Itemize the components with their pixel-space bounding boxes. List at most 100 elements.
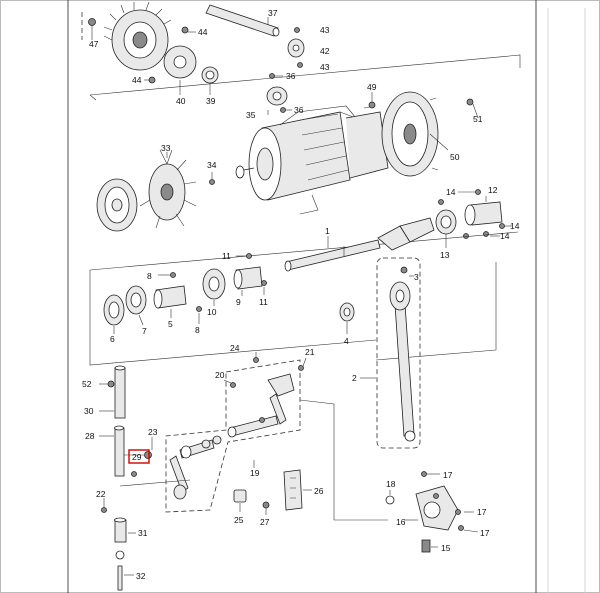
- screw-part: [297, 62, 303, 68]
- callout-30: 30: [84, 406, 94, 416]
- screw-part: [209, 179, 215, 185]
- callout-36: 36: [286, 71, 296, 81]
- shaft-part: [114, 425, 125, 477]
- collar-part: [212, 435, 222, 445]
- callout-19: 19: [250, 468, 260, 478]
- screw-part: [259, 417, 265, 423]
- screw-part: [499, 223, 505, 229]
- set-screw-part: [124, 451, 152, 459]
- callout-36: 36: [294, 105, 304, 115]
- bushing-part: [233, 266, 263, 290]
- bolt-part: [363, 101, 376, 109]
- screw-part: [483, 231, 489, 237]
- callout-18: 18: [386, 479, 396, 489]
- callout-4: 4: [344, 336, 349, 346]
- highlight-box-29: [128, 449, 150, 464]
- bolt-part: [466, 98, 479, 119]
- screw-part: [261, 280, 267, 286]
- callout-14: 14: [446, 187, 456, 197]
- callout-13: 13: [440, 250, 450, 260]
- screw-part: [253, 357, 259, 363]
- crank-link-part: [169, 439, 215, 500]
- callout-49: 49: [367, 82, 377, 92]
- callout-17: 17: [443, 470, 453, 480]
- shaft-part: [205, 4, 280, 37]
- screw-part: [294, 27, 300, 33]
- screw-part: [280, 107, 286, 113]
- callout-37: 37: [268, 8, 278, 18]
- callout-40: 40: [176, 96, 186, 106]
- callout-22: 22: [96, 489, 106, 499]
- drive-gear-part: [103, 1, 172, 71]
- callout-26: 26: [314, 486, 324, 496]
- callout-3: 3: [414, 272, 419, 282]
- bracket-plate-part: [283, 469, 303, 511]
- collar-part: [266, 86, 288, 106]
- screw-part: [246, 253, 252, 259]
- screw-part: [400, 266, 408, 274]
- flywheel-part: [381, 91, 439, 177]
- set-screw-part: [421, 539, 431, 553]
- screw-part: [438, 199, 444, 205]
- callout-11: 11: [222, 251, 231, 261]
- callout-10: 10: [207, 307, 217, 317]
- screw-part: [230, 382, 236, 388]
- callout-12: 12: [488, 185, 498, 195]
- cam-part: [415, 485, 459, 531]
- screw-part: [262, 501, 270, 509]
- lever-arm-part: [227, 373, 295, 438]
- screw-part: [298, 365, 304, 371]
- gear-part: [287, 38, 305, 58]
- callout-25: 25: [234, 515, 244, 525]
- callout-17: 17: [477, 507, 487, 517]
- callout-17: 17: [480, 528, 490, 538]
- callout-43: 43: [320, 25, 330, 35]
- callout-44: 44: [198, 27, 208, 37]
- callout-31: 31: [138, 528, 148, 538]
- callout-21: 21: [305, 347, 315, 357]
- bearing-part: [435, 209, 457, 235]
- screw-part: [475, 189, 481, 195]
- callout-24: 24: [230, 343, 240, 353]
- screw-part: [88, 18, 96, 40]
- collar-part: [201, 439, 211, 449]
- callout-labels: 4 7 44 44 40 39 37 43 42 43 36 36 35 49 5…: [82, 8, 520, 581]
- callout-7: 7: [142, 326, 147, 336]
- callout-11: 11: [259, 297, 268, 307]
- callout-8: 8: [195, 325, 200, 335]
- callout-44: 44: [132, 75, 142, 85]
- callout-28: 28: [85, 431, 95, 441]
- callout-14: 14: [510, 221, 520, 231]
- screw-part: [131, 471, 137, 477]
- callout-14: 14: [500, 231, 510, 241]
- linkage-group-box: [165, 359, 301, 513]
- callout-39: 39: [206, 96, 216, 106]
- screw-part: [148, 76, 156, 84]
- screw-part: [269, 73, 275, 79]
- callout-35: 35: [246, 110, 256, 120]
- screw-part: [101, 507, 107, 513]
- bushing-part: [153, 285, 187, 309]
- bracket-line: [299, 399, 388, 521]
- callout-32: 32: [136, 571, 146, 581]
- callout-27: 27: [260, 517, 270, 527]
- fan-cover-part: [96, 178, 138, 232]
- screw-part: [107, 380, 115, 388]
- callout-29: 29: [132, 452, 142, 462]
- motor-part: [235, 105, 389, 215]
- main-shaft-part: [284, 217, 435, 272]
- callout-43: 43: [320, 62, 330, 72]
- screw-part: [421, 471, 427, 477]
- callout-2: 2: [352, 373, 357, 383]
- cooling-fan-part: [139, 149, 197, 229]
- screw-part: [170, 272, 176, 278]
- callout-5: 5: [168, 319, 173, 329]
- connecting-rod-part: [389, 281, 416, 442]
- callout-15: 15: [441, 543, 451, 553]
- bearing-part: [125, 285, 147, 315]
- spring-clip-part: [115, 550, 125, 560]
- bracket-line: [89, 54, 521, 96]
- screw-part: [455, 509, 461, 515]
- callout-42: 42: [320, 46, 330, 56]
